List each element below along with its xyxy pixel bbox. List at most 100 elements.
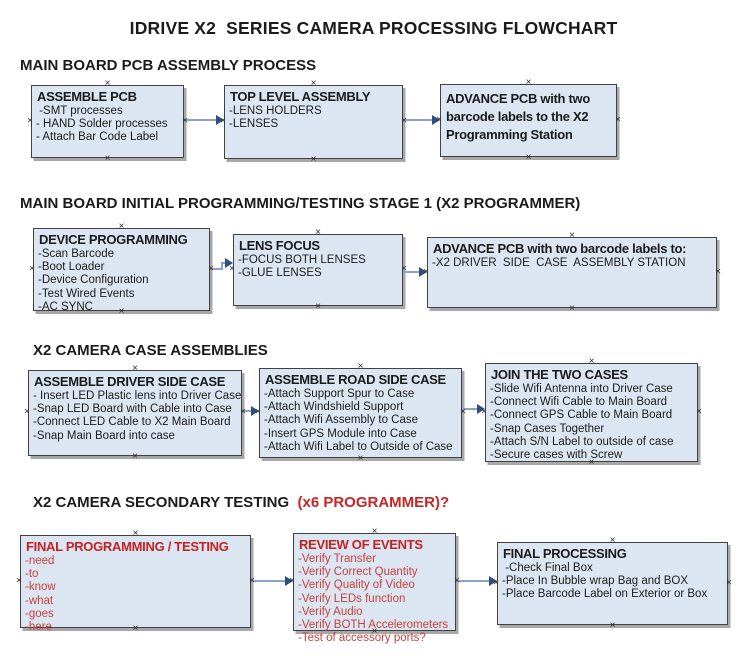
connection-handle-icon[interactable]: × [310,78,317,89]
connection-handle-icon[interactable]: × [357,453,364,464]
box-line: -Insert GPS Module into Case [264,427,417,440]
connection-handle-icon[interactable]: × [16,575,22,586]
connection-handle-icon[interactable]: × [315,301,321,312]
connection-handle-icon[interactable]: × [588,356,595,367]
box-lines: -Slide Wifi Antenna into Driver Case-Con… [486,383,697,462]
connection-handle-icon[interactable]: × [315,227,321,238]
connection-handle-icon[interactable]: × [401,115,407,127]
connection-handle-icon[interactable]: × [454,575,460,587]
connection-handle-icon[interactable]: × [569,230,575,241]
connection-handle-icon[interactable]: × [229,263,235,275]
connection-handle-icon[interactable]: × [493,577,499,588]
connection-handle-icon[interactable]: × [220,115,226,127]
box-line: -SMT processes [36,105,123,117]
connection-handle-icon[interactable]: × [208,263,214,274]
connection-handle-icon[interactable]: × [371,626,378,637]
connection-handle-icon[interactable]: × [104,153,111,164]
connection-handle-icon[interactable]: × [118,306,125,317]
connection-handle-icon[interactable]: × [240,406,246,418]
arrow-shaft [403,271,420,273]
connection-handle-icon[interactable]: × [460,406,466,418]
connection-handle-icon[interactable]: × [715,266,721,277]
connection-handle-icon[interactable]: × [29,263,35,274]
connection-handle-icon[interactable]: × [726,577,732,588]
connection-handle-icon[interactable]: × [371,526,378,537]
connection-handle-icon[interactable]: × [255,406,261,418]
box-line: -Place Barcode Label on Exterior or Box [502,588,708,601]
box-line: -Snap LED Board with Cable into Case [33,403,232,416]
box-line: -Connect LED Cable to X2 Main Board [33,416,231,429]
box-advance-pcb-case-assembly[interactable]: × × × × ADVANCE PCB with two barcode lab… [423,231,721,314]
box-line: -know [25,581,56,594]
section-heading-text: MAIN BOARD INITIAL PROGRAMMING/TESTING S… [20,195,581,212]
box-assemble-driver-side-case[interactable]: × × × × ASSEMBLE DRIVER SIDE CASE - Inse… [24,364,246,462]
box-line: -Snap Main Board into case [33,429,175,442]
box-device-programming[interactable]: × × × × DEVICE PROGRAMMING -Scan Barcode… [29,222,214,317]
box-line: -Connect Wifi Cable to Main Board [490,396,668,409]
box-final-programming-testing[interactable]: × × × × FINAL PROGRAMMING / TESTING -nee… [16,529,255,634]
box-lens-focus[interactable]: × × × × LENS FOCUS -FOCUS BOTH LENSES-GL… [229,228,407,312]
section-heading-text: X2 CAMERA SECONDARY TESTING [33,494,294,511]
connection-handle-icon[interactable]: × [132,528,139,539]
arrowhead-icon [225,258,233,268]
box-final-processing[interactable]: × × × × FINAL PROCESSING -Check Final Bo… [493,536,732,631]
box-line: -Device Configuration [38,274,149,287]
arrowhead-icon [216,115,224,125]
connection-handle-icon[interactable]: × [249,575,255,586]
arrow-shaft [222,262,227,264]
connection-handle-icon[interactable]: × [525,152,532,163]
box-title: ASSEMBLE DRIVER SIDE CASE [34,374,226,389]
box-join-the-two-cases[interactable]: × × × × JOIN THE TWO CASES -Slide Wifi A… [481,357,702,468]
connection-handle-icon[interactable]: × [436,114,442,125]
box-review-of-events[interactable]: × × × × REVIEW OF EVENTS -Verify Transfe… [289,527,460,645]
box-lines: -X2 DRIVER SIDE CASE ASSEMBLY STATION [428,257,716,270]
connection-handle-icon[interactable]: × [609,620,616,631]
connection-handle-icon[interactable]: × [569,303,575,314]
box-line: -Attach Support Spur to Case [264,388,415,400]
connection-handle-icon[interactable]: × [615,114,621,125]
arrowhead-icon [432,115,440,125]
box-line: -goes [25,607,54,620]
connection-handle-icon[interactable]: × [525,77,532,88]
connection-handle-icon[interactable]: × [310,154,317,165]
box-line: -Verify Audio [298,605,363,618]
box-line: -Attach S/N Label to outside of case [490,435,674,448]
box-line: -Secure cases with Screw [490,449,623,462]
box-lines: -Scan Barcode-Boot Loader-Device Configu… [34,248,209,314]
connection-handle-icon[interactable]: × [588,457,595,468]
connection-handle-icon[interactable]: × [481,406,487,417]
connection-handle-icon[interactable]: × [104,78,111,89]
arrow-shaft [221,262,223,270]
connection-handle-icon[interactable]: × [182,115,188,126]
box-assemble-pcb[interactable]: × × × × ASSEMBLE PCB -SMT processes- HAN… [27,79,188,164]
connection-handle-icon[interactable]: × [289,575,295,587]
box-line: -Test of accessory ports? [298,632,426,645]
arrow-shaft [462,408,478,410]
box-advance-pcb-programming-station[interactable]: × × × × ADVANCE PCB with two barcode lab… [436,78,621,163]
box-title: DEVICE PROGRAMMING [39,232,188,247]
section-heading-highlight: (x6 PROGRAMMER)? [293,494,450,511]
connection-handle-icon[interactable]: × [24,406,30,418]
box-line: -X2 DRIVER SIDE CASE ASSEMBLY STATION [432,257,686,269]
connection-handle-icon[interactable]: × [132,623,139,634]
box-line: - HAND Solder processes [36,118,168,131]
section-heading-initial-programming: MAIN BOARD INITIAL PROGRAMMING/TESTING S… [20,195,580,212]
box-line: -what [25,594,54,607]
box-line: -GLUE LENSES [238,267,322,280]
connection-handle-icon[interactable]: × [27,115,33,126]
box-title: TOP LEVEL ASSEMBLY [230,89,371,104]
connection-handle-icon[interactable]: × [132,451,138,462]
connection-handle-icon[interactable]: × [357,361,364,372]
box-line: -Verify LEDs function [298,592,406,605]
connection-handle-icon[interactable]: × [696,406,702,417]
connection-handle-icon[interactable]: × [118,221,125,232]
box-assemble-road-side-case[interactable]: × × × × ASSEMBLE ROAD SIDE CASE -Attach … [255,362,466,464]
connection-handle-icon[interactable]: × [423,266,429,277]
connection-handle-icon[interactable]: × [401,263,407,275]
box-lines: -need-to-know-what-goes-here [21,555,250,634]
connection-handle-icon[interactable]: × [132,363,138,374]
box-top-level-assembly[interactable]: × × × × TOP LEVEL ASSEMBLY -LENS HOLDERS… [220,79,407,165]
connection-handle-icon[interactable]: × [609,535,616,546]
box-line: -LENSES [229,118,279,131]
